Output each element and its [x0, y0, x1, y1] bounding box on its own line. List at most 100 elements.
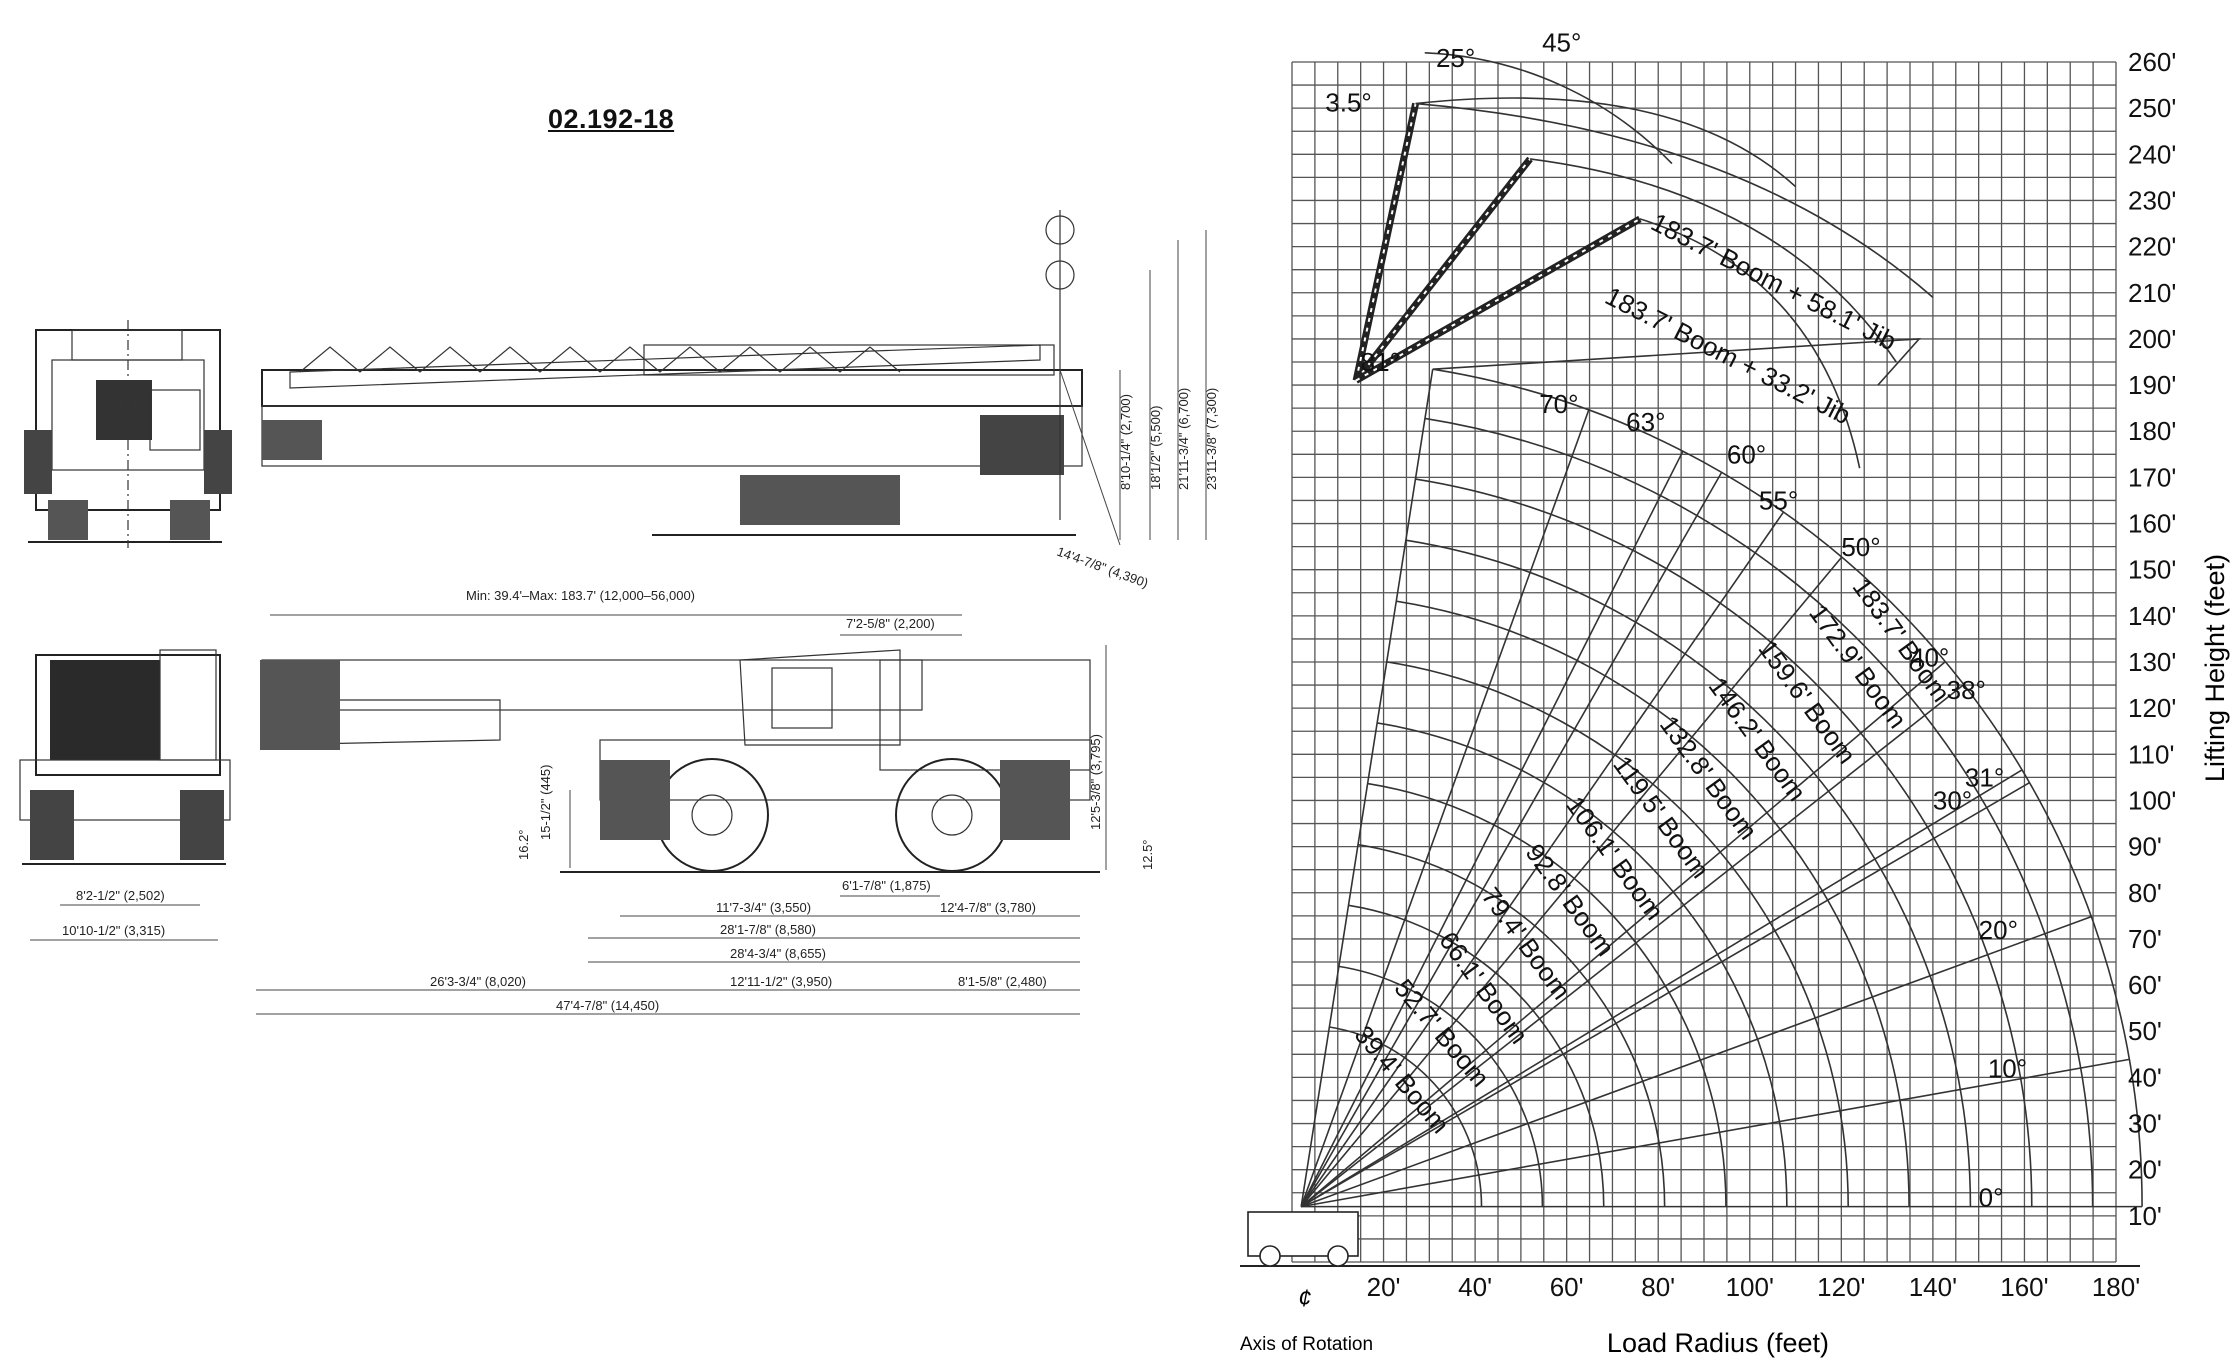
dim-b7: 12'11-1/2" (3,950) — [730, 974, 832, 989]
dim-b1: 6'1-7/8" (1,875) — [842, 878, 931, 893]
y-tick-label: 120' — [2128, 693, 2176, 723]
boom-length-arc — [1424, 417, 2094, 1207]
jib-offset-label: 3.5° — [1325, 87, 1372, 117]
y-tick-label: 40' — [2128, 1062, 2162, 1092]
angle-ray — [1300, 915, 2092, 1208]
angle-rear: 12.5° — [1140, 839, 1155, 870]
y-tick-label: 20' — [2128, 1155, 2162, 1185]
boom-length-arc — [1386, 661, 1849, 1207]
x-tick-label: 180' — [2092, 1272, 2140, 1302]
angle-label: 20° — [1979, 915, 2018, 945]
angle-label: 60° — [1727, 440, 1766, 470]
dim-b6: 26'3-3/4" (8,020) — [430, 974, 526, 989]
side-view: Min: 39.4'–Max: 183.7' (12,000–56,000) 7… — [256, 588, 1155, 1015]
y-tick-label: 100' — [2128, 785, 2176, 815]
angle-ray — [1300, 471, 1723, 1208]
boom-length-arc — [1367, 782, 1727, 1207]
y-tick-label: 50' — [2128, 1016, 2162, 1046]
x-tick-label: 140' — [1909, 1272, 1957, 1302]
angle-rays — [1300, 369, 2143, 1208]
jib-lattice-web — [1355, 158, 1531, 382]
axis-of-rotation-label: Axis of Rotation — [1240, 1334, 1373, 1355]
y-tick-label: 260' — [2128, 47, 2176, 77]
y-tick-label: 180' — [2128, 416, 2176, 446]
boom-length-arc — [1415, 478, 2033, 1207]
jib-offset-label: 45° — [1542, 28, 1581, 58]
jib-lattice-web — [1355, 218, 1641, 382]
side-dim-a: 15-1/2" (445) — [538, 765, 553, 840]
boom-length-dim: Min: 39.4'–Max: 183.7' (12,000–56,000) — [466, 588, 695, 603]
angle-ray — [1300, 556, 1843, 1208]
jib-offset-label: 25° — [1436, 43, 1475, 73]
y-tick-label: 200' — [2128, 324, 2176, 354]
angle-label: 38° — [1947, 675, 1986, 705]
x-tick-label: 160' — [2000, 1272, 2048, 1302]
dim-b5: 28'4-3/4" (8,655) — [730, 946, 826, 961]
angle-label: 70° — [1539, 389, 1578, 419]
x-tick-label: 80' — [1641, 1272, 1675, 1302]
angle-ray — [1300, 369, 1434, 1207]
x-tick-label: 40' — [1458, 1272, 1492, 1302]
x-tick-label: 100' — [1726, 1272, 1774, 1302]
y-tick-label: 150' — [2128, 555, 2176, 585]
top-dim-4: 23'11-3/8" (7,300) — [1204, 388, 1219, 490]
front-dim-1: 8'2-1/2" (2,502) — [76, 888, 165, 903]
dim-b9: 47'4-7/8" (14,450) — [556, 998, 659, 1013]
front-dim-2: 10'10-1/2" (3,315) — [62, 923, 165, 938]
chart-labels: 20'40'60'80'100'120'140'160'180'10'20'30… — [1325, 28, 2176, 1302]
jib-envelope — [1432, 338, 1922, 386]
overall-height: 12'5-3/8" (3,795) — [1088, 734, 1103, 830]
jib-geometry — [1247, 51, 1934, 1267]
jib-reach-arc — [1639, 218, 1861, 469]
angle-ray — [1300, 450, 1684, 1207]
angle-label: 50° — [1841, 532, 1880, 562]
y-tick-label: 190' — [2128, 370, 2176, 400]
side-view-retracted: 8'10-1/4" (2,700) 18'1/2" (5,500) 21'11-… — [261, 210, 1219, 591]
y-tick-label: 80' — [2128, 878, 2162, 908]
angle-label: 81° — [1361, 347, 1400, 377]
y-tick-label: 130' — [2128, 647, 2176, 677]
top-dim-2: 18'1/2" (5,500) — [1148, 406, 1163, 490]
y-tick-label: 90' — [2128, 832, 2162, 862]
angle-ray — [1300, 782, 2030, 1208]
front-view: 8'2-1/2" (2,502) 10'10-1/2" (3,315) — [19, 649, 231, 941]
y-tick-label: 30' — [2128, 1109, 2162, 1139]
angle-label: 40° — [1910, 643, 1949, 673]
angle-label: 30° — [1933, 786, 1972, 816]
dim-b4: 28'1-7/8" (8,580) — [720, 922, 816, 937]
angle-label: 55° — [1759, 486, 1798, 516]
angle-front: 16.2° — [516, 829, 531, 860]
y-tick-label: 60' — [2128, 970, 2162, 1000]
x-axis-label: Load Radius (feet) — [1607, 1328, 1829, 1358]
y-tick-label: 110' — [2128, 739, 2174, 769]
boom-length-arc — [1432, 368, 2143, 1207]
angle-label: 31° — [1965, 763, 2004, 793]
crane-wheel-icon — [1259, 1245, 1281, 1267]
angle-label: 0° — [1979, 1183, 2004, 1213]
y-tick-label: 240' — [2128, 139, 2176, 169]
centerline-symbol: ¢ — [1298, 1285, 1311, 1312]
crane-wheel-icon — [1327, 1245, 1349, 1267]
document-id: 02.192-18 — [548, 104, 675, 134]
x-tick-label: 60' — [1550, 1272, 1584, 1302]
boom-length-arc — [1338, 965, 1544, 1207]
y-tick-label: 10' — [2128, 1201, 2162, 1231]
boom-length-arc — [1396, 600, 1910, 1207]
top-dim-1: 8'10-1/4" (2,700) — [1118, 394, 1133, 490]
y-tick-label: 230' — [2128, 185, 2176, 215]
dimension-drawings: 8'10-1/4" (2,700) 18'1/2" (5,500) 21'11-… — [19, 210, 1219, 1015]
top-dim-3: 21'11-3/4" (6,700) — [1176, 388, 1191, 490]
boom-length-arc — [1377, 722, 1788, 1207]
angle-label: 63° — [1626, 407, 1665, 437]
offset-arc — [1424, 51, 1673, 165]
y-tick-label: 170' — [2128, 462, 2176, 492]
boom-length-arc — [1405, 539, 1972, 1207]
y-tick-label: 70' — [2128, 924, 2162, 954]
jib-lattice-web — [1355, 103, 1417, 381]
y-tick-label: 160' — [2128, 509, 2176, 539]
jib-reach-arc — [1529, 158, 1897, 363]
rear-view-top — [24, 320, 232, 548]
y-tick-label: 250' — [2128, 93, 2176, 123]
y-tick-label: 210' — [2128, 278, 2176, 308]
